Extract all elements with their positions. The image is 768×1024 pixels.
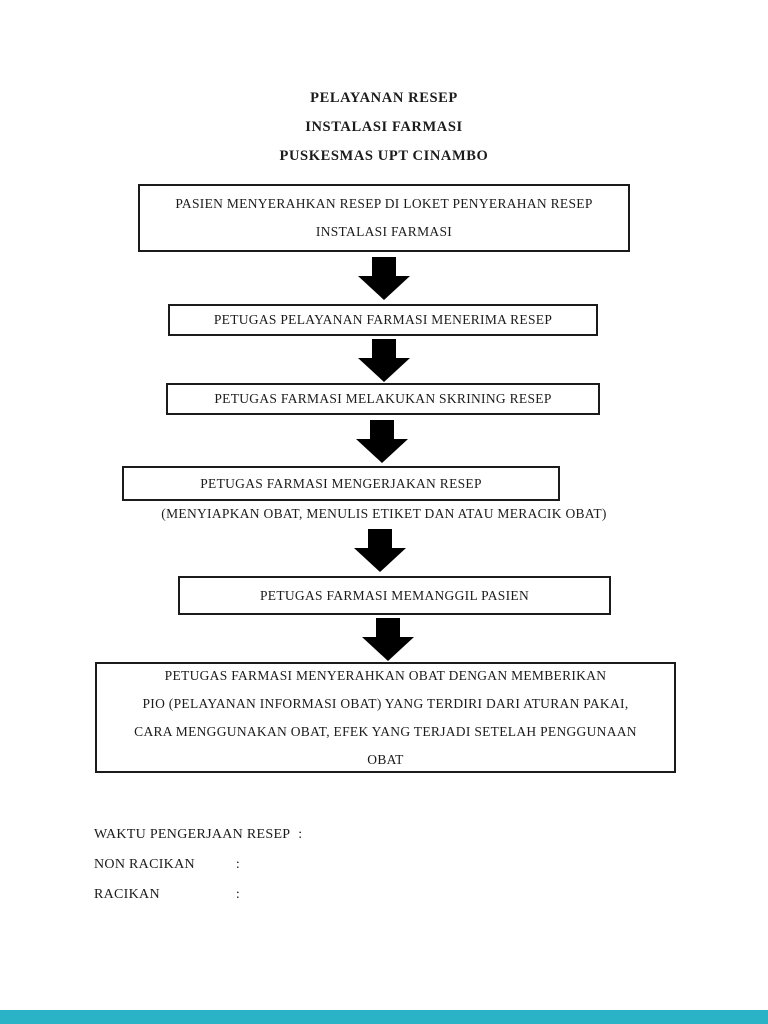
footer-colon: : <box>298 827 303 842</box>
flow-step-note: (MENYIAPKAN OBAT, MENULIS ETIKET DAN ATA… <box>161 506 607 521</box>
viewer-bottom-bar <box>0 1010 768 1024</box>
flow-step-text: PASIEN MENYERAHKAN RESEP DI LOKET PENYER… <box>175 196 593 211</box>
flow-step-text: PETUGAS PELAYANAN FARMASI MENERIMA RESEP <box>213 312 553 327</box>
down-arrow-icon <box>362 618 414 661</box>
footer-row-waktu: WAKTU PENGERJAAN RESEP : <box>94 826 302 843</box>
footer-label: RACIKAN <box>94 887 160 902</box>
flow-step-text: PETUGAS FARMASI MEMANGGIL PASIEN <box>259 587 529 603</box>
flow-step-dispense-with-pio: PETUGAS FARMASI MENYERAHKAN OBAT DENGAN … <box>95 662 676 773</box>
down-arrow-icon <box>356 420 408 463</box>
flow-step-process-prescription: PETUGAS FARMASI MENGERJAKAN RESEP <box>122 466 560 501</box>
flow-step-call-patient: PETUGAS FARMASI MEMANGGIL PASIEN <box>178 576 611 615</box>
page-title: PELAYANAN RESEP INSTALASI FARMASI PUSKES… <box>0 84 768 171</box>
flow-step-patient-submits: PASIEN MENYERAHKAN RESEP DI LOKET PENYER… <box>138 184 630 252</box>
footer-colon: : <box>235 857 241 872</box>
down-arrow-icon <box>358 339 410 382</box>
down-arrow-icon <box>358 257 410 300</box>
footer-label: NON RACIKAN <box>94 857 195 872</box>
flow-step-text: OBAT <box>367 751 404 767</box>
flow-step-receive-prescription: PETUGAS PELAYANAN FARMASI MENERIMA RESEP <box>168 304 598 336</box>
processing-time-section: WAKTU PENGERJAAN RESEP : NON RACIKAN : R… <box>94 826 302 916</box>
flow-step-text: PETUGAS FARMASI MENGERJAKAN RESEP <box>200 475 482 491</box>
title-line-2: INSTALASI FARMASI <box>305 119 463 135</box>
title-line-3: PUSKESMAS UPT CINAMBO <box>279 148 489 164</box>
flow-step-text: PIO (PELAYANAN INFORMASI OBAT) YANG TERD… <box>142 695 629 711</box>
flow-step-text: INSTALASI FARMASI <box>315 224 453 239</box>
footer-row-non-racikan: NON RACIKAN : <box>94 856 302 873</box>
footer-label: WAKTU PENGERJAAN RESEP <box>94 827 291 842</box>
title-line-1: PELAYANAN RESEP <box>310 90 458 106</box>
down-arrow-icon <box>354 529 406 572</box>
footer-row-racikan: RACIKAN : <box>94 886 302 903</box>
flow-step-text: PETUGAS FARMASI MELAKUKAN SKRINING RESEP <box>214 391 552 406</box>
flow-step-text: PETUGAS FARMASI MENYERAHKAN OBAT DENGAN … <box>164 667 607 683</box>
flow-step-text: CARA MENGGUNAKAN OBAT, EFEK YANG TERJADI… <box>134 723 637 739</box>
footer-colon: : <box>235 887 241 902</box>
flow-step-screening: PETUGAS FARMASI MELAKUKAN SKRINING RESEP <box>166 383 600 415</box>
